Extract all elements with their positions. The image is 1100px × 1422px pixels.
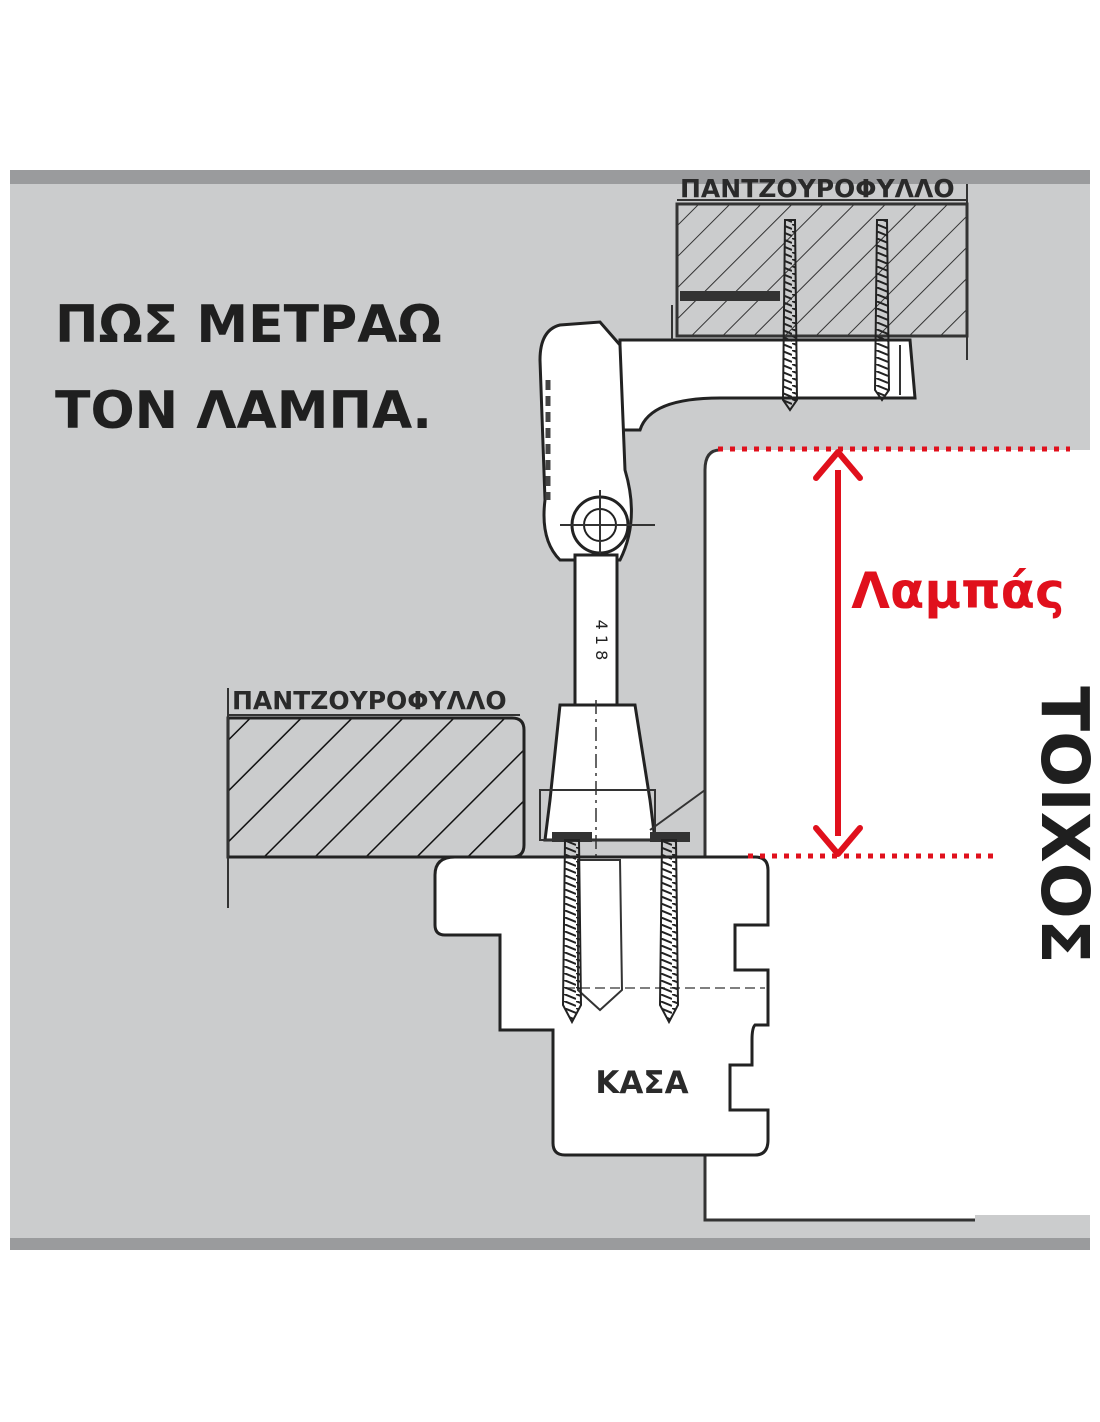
arrow-down-icon — [813, 825, 863, 857]
arrow-up-icon — [813, 449, 863, 481]
reveal-measurement — [718, 446, 1070, 859]
hinge-shaft: 4 1 8 — [573, 553, 619, 712]
frame-label: ΚΑΣΑ — [595, 1065, 688, 1101]
wall-label: ΤΟΙΧΟΣ — [1026, 686, 1100, 964]
wall-opening — [703, 448, 1090, 1222]
hinge-mark-text: 4 1 8 — [592, 620, 611, 661]
lower-screws — [552, 832, 690, 1025]
top-hinge-plate — [618, 291, 917, 432]
hinge-knuckle — [538, 320, 655, 562]
top-sash-label: ΠΑΝΤΖΟΥΡΟΦΥΛΛΟ — [680, 174, 955, 203]
reveal-label: Λαμπάς — [851, 562, 1064, 620]
title-line-2: ΤΟΝ ΛΑΜΠΑ. — [55, 381, 432, 441]
left-sash-label: ΠΑΝΤΖΟΥΡΟΦΥΛΛΟ — [232, 686, 507, 715]
top-screws — [781, 219, 891, 412]
top-shutter-sash — [675, 184, 969, 360]
title-line-1: ΠΩΣ ΜΕΤΡΑΩ — [55, 295, 442, 355]
